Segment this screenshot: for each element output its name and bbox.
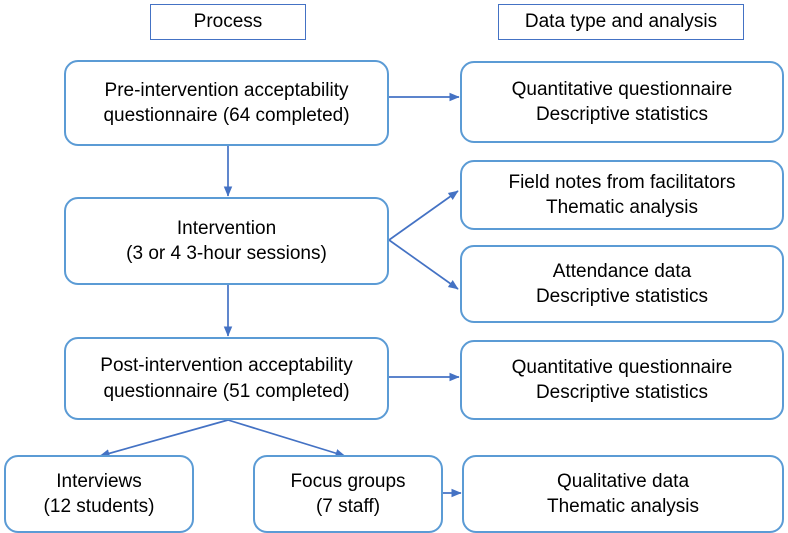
- node-quantitative-questionnaire-pre-line1: Quantitative questionnaire: [511, 78, 733, 100]
- node-intervention-line1: Intervention: [176, 217, 277, 239]
- node-interviews-line2: (12 students): [43, 496, 155, 517]
- edge-post-to-interviews: [99, 419, 229, 458]
- node-interviews[interactable]: Interviews (12 students): [4, 455, 194, 533]
- node-attendance-data-line2: Descriptive statistics: [535, 286, 709, 307]
- node-pre-intervention-questionnaire-line1: Pre-intervention acceptability: [104, 79, 349, 101]
- node-focus-groups-line1: Focus groups: [290, 470, 406, 492]
- node-interviews-line1: Interviews: [56, 470, 142, 492]
- node-post-intervention-questionnaire[interactable]: Post-intervention acceptability question…: [64, 337, 389, 420]
- node-field-notes-facilitators-line2: Thematic analysis: [545, 197, 699, 218]
- node-focus-groups[interactable]: Focus groups (7 staff): [253, 455, 443, 533]
- node-focus-groups-line2: (7 staff): [315, 496, 381, 517]
- column-header-process-label: Process: [193, 11, 263, 33]
- column-header-data-type-analysis: Data type and analysis: [498, 4, 744, 40]
- node-field-notes-facilitators-line1: Field notes from facilitators: [508, 171, 736, 193]
- node-pre-intervention-questionnaire-line2: questionnaire (64 completed): [103, 105, 350, 126]
- node-qualitative-data-line2: Thematic analysis: [546, 496, 700, 517]
- node-quantitative-questionnaire-post-line2: Descriptive statistics: [535, 382, 709, 403]
- node-quantitative-questionnaire-pre[interactable]: Quantitative questionnaire Descriptive s…: [460, 61, 784, 143]
- column-header-process: Process: [150, 4, 306, 40]
- node-post-intervention-questionnaire-line2: questionnaire (51 completed): [103, 380, 350, 402]
- edge-intervention-to-fieldnotes: [388, 190, 459, 241]
- node-qualitative-data[interactable]: Qualitative data Thematic analysis: [462, 455, 784, 533]
- node-field-notes-facilitators[interactable]: Field notes from facilitators Thematic a…: [460, 160, 784, 230]
- node-post-intervention-questionnaire-line1: Post-intervention acceptability: [100, 355, 353, 377]
- node-pre-intervention-questionnaire[interactable]: Pre-intervention acceptability questionn…: [64, 60, 389, 146]
- node-attendance-data[interactable]: Attendance data Descriptive statistics: [460, 245, 784, 323]
- edge-post-to-focusgroups: [227, 419, 346, 458]
- node-quantitative-questionnaire-post-line1: Quantitative questionnaire: [511, 356, 733, 378]
- node-qualitative-data-line1: Qualitative data: [556, 470, 690, 492]
- edge-intervention-to-attendance: [388, 239, 459, 290]
- node-intervention-line2: (3 or 4 3-hour sessions): [126, 243, 327, 264]
- node-attendance-data-line1: Attendance data: [552, 260, 692, 282]
- node-quantitative-questionnaire-post[interactable]: Quantitative questionnaire Descriptive s…: [460, 340, 784, 420]
- column-header-data-type-analysis-label: Data type and analysis: [524, 11, 718, 33]
- node-intervention[interactable]: Intervention (3 or 4 3-hour sessions): [64, 197, 389, 285]
- node-quantitative-questionnaire-pre-line2: Descriptive statistics: [535, 104, 709, 125]
